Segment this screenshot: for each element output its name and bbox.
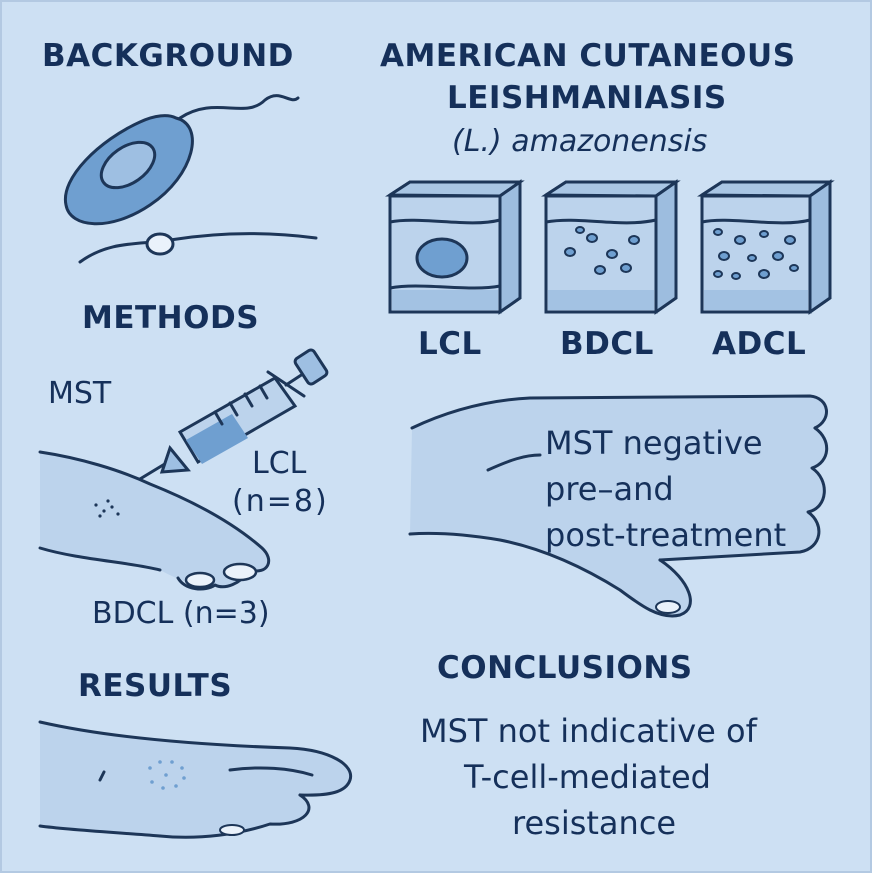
title-line1: AMERICAN CUTANEOUS <box>380 38 796 74</box>
skin-sample-lcl <box>385 179 525 315</box>
lcl-lesion <box>415 237 469 279</box>
title-line2: LEISHMANIASIS <box>447 80 727 116</box>
sample-label-adcl: ADCL <box>712 326 807 362</box>
result-line2: pre–and <box>545 470 674 508</box>
amastigote-tail <box>78 232 318 264</box>
group-bdcl-label: BDCL (n=3) <box>92 596 270 631</box>
methods-hand-illustration <box>38 450 271 591</box>
skin-sample-bdcl <box>541 179 681 315</box>
species-name: (L.) amazonensis <box>452 124 707 159</box>
conclusion-line3: resistance <box>512 804 677 842</box>
sample-label-bdcl: BDCL <box>560 326 654 362</box>
result-line1: MST negative <box>545 424 763 462</box>
result-line3: post-treatment <box>545 516 787 554</box>
conclusion-line2: T-cell-mediated <box>464 758 711 796</box>
species-prefix: (L.) <box>452 124 502 159</box>
mst-label: MST <box>48 376 112 411</box>
heading-results: RESULTS <box>78 668 233 704</box>
parasite-nucleus <box>99 140 157 190</box>
heading-methods: METHODS <box>82 300 260 336</box>
skin-sample-adcl <box>697 179 835 315</box>
sample-label-lcl: LCL <box>418 326 482 362</box>
flagellum-line <box>178 94 300 120</box>
group-lcl-label: LCL <box>252 446 307 481</box>
group-lcl-n: (n=8) <box>232 484 329 519</box>
group-bdcl-n: (n=3) <box>182 596 270 631</box>
syringe-plunger <box>293 348 329 386</box>
promastigote-illustration <box>63 94 318 264</box>
heading-background: BACKGROUND <box>42 38 294 74</box>
conclusion-line1: MST not indicative of <box>420 712 757 750</box>
amastigote-cell <box>145 232 175 256</box>
group-bdcl-name: BDCL <box>92 596 174 631</box>
heading-conclusions: CONCLUSIONS <box>437 650 693 686</box>
results-hand-illustration <box>38 720 353 839</box>
mst-negative-hand-illustration <box>408 394 829 618</box>
species-epithet: amazonensis <box>511 124 708 159</box>
